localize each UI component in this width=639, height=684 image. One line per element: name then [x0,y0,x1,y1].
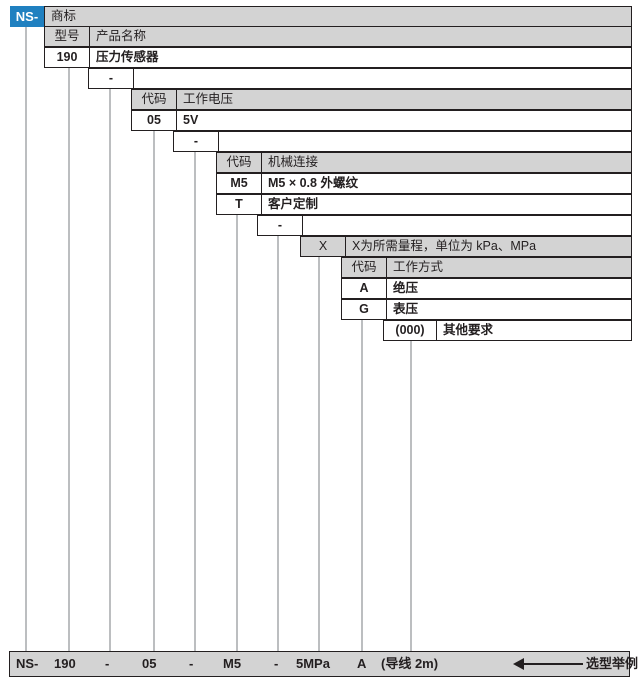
separator-dash-1: - [88,68,134,89]
product-header-code: 型号 [44,26,90,47]
mechanical-header-code: 代码 [216,152,262,173]
connector-line-dash2 [194,152,196,651]
connector-line-voltage [153,131,155,651]
connector-line-brand [25,26,27,651]
worktype-header-code: 代码 [341,257,387,278]
example-token-7: 5MPa [296,656,330,671]
separator-dash-2-filler [218,131,632,152]
range-header-desc: X为所需量程，单位为 kPa、MPa [345,236,632,257]
example-token-4: - [189,656,194,671]
connector-line-worktype [361,320,363,651]
example-token-0: NS- [16,656,39,671]
other-row-desc: 其他要求 [436,320,632,341]
product-header-desc: 产品名称 [89,26,632,47]
voltage-header-code: 代码 [131,89,177,110]
example-token-1: 190 [54,656,76,671]
example-token-3: 05 [142,656,157,671]
worktype-header-desc: 工作方式 [386,257,632,278]
mechanical-row-desc-1: 客户定制 [261,194,632,215]
worktype-row-code-1: G [341,299,387,320]
mechanical-row-desc-0: M5 × 0.8 外螺纹 [261,173,632,194]
mechanical-row-code-1: T [216,194,262,215]
connector-line-other [410,341,412,651]
example-token-5: M5 [223,656,242,671]
connector-line-dash3 [277,236,279,651]
voltage-row-code: 05 [131,110,177,131]
arrow-shaft [523,663,583,665]
separator-dash-1-filler [133,68,632,89]
example-token-8: A [357,656,367,671]
voltage-header-desc: 工作电压 [176,89,632,110]
brand-label: 商标 [44,6,632,27]
product-row-code: 190 [44,47,90,68]
other-row-code: (000) [383,320,437,341]
example-note: 选型举例 [586,656,639,671]
example-token-6: - [274,656,279,671]
worktype-row-desc-0: 绝压 [386,278,632,299]
example-token-9: (导线 2m) [381,656,439,671]
example-token-2: - [105,656,110,671]
worktype-row-desc-1: 表压 [386,299,632,320]
connector-line-mechanical [236,215,238,651]
arrow-head-icon [513,658,524,670]
separator-dash-3: - [257,215,303,236]
worktype-row-code-0: A [341,278,387,299]
connector-line-range [318,257,320,651]
separator-dash-2: - [173,131,219,152]
separator-dash-3-filler [302,215,632,236]
product-row-desc: 压力传感器 [89,47,632,68]
range-header-code: X [300,236,346,257]
connector-line-dash1 [109,89,111,651]
voltage-row-desc: 5V [176,110,632,131]
example-arrow [513,651,583,677]
connector-line-model [68,68,70,651]
brand-code-chip: NS- [10,6,44,27]
mechanical-header-desc: 机械连接 [261,152,632,173]
mechanical-row-code-0: M5 [216,173,262,194]
